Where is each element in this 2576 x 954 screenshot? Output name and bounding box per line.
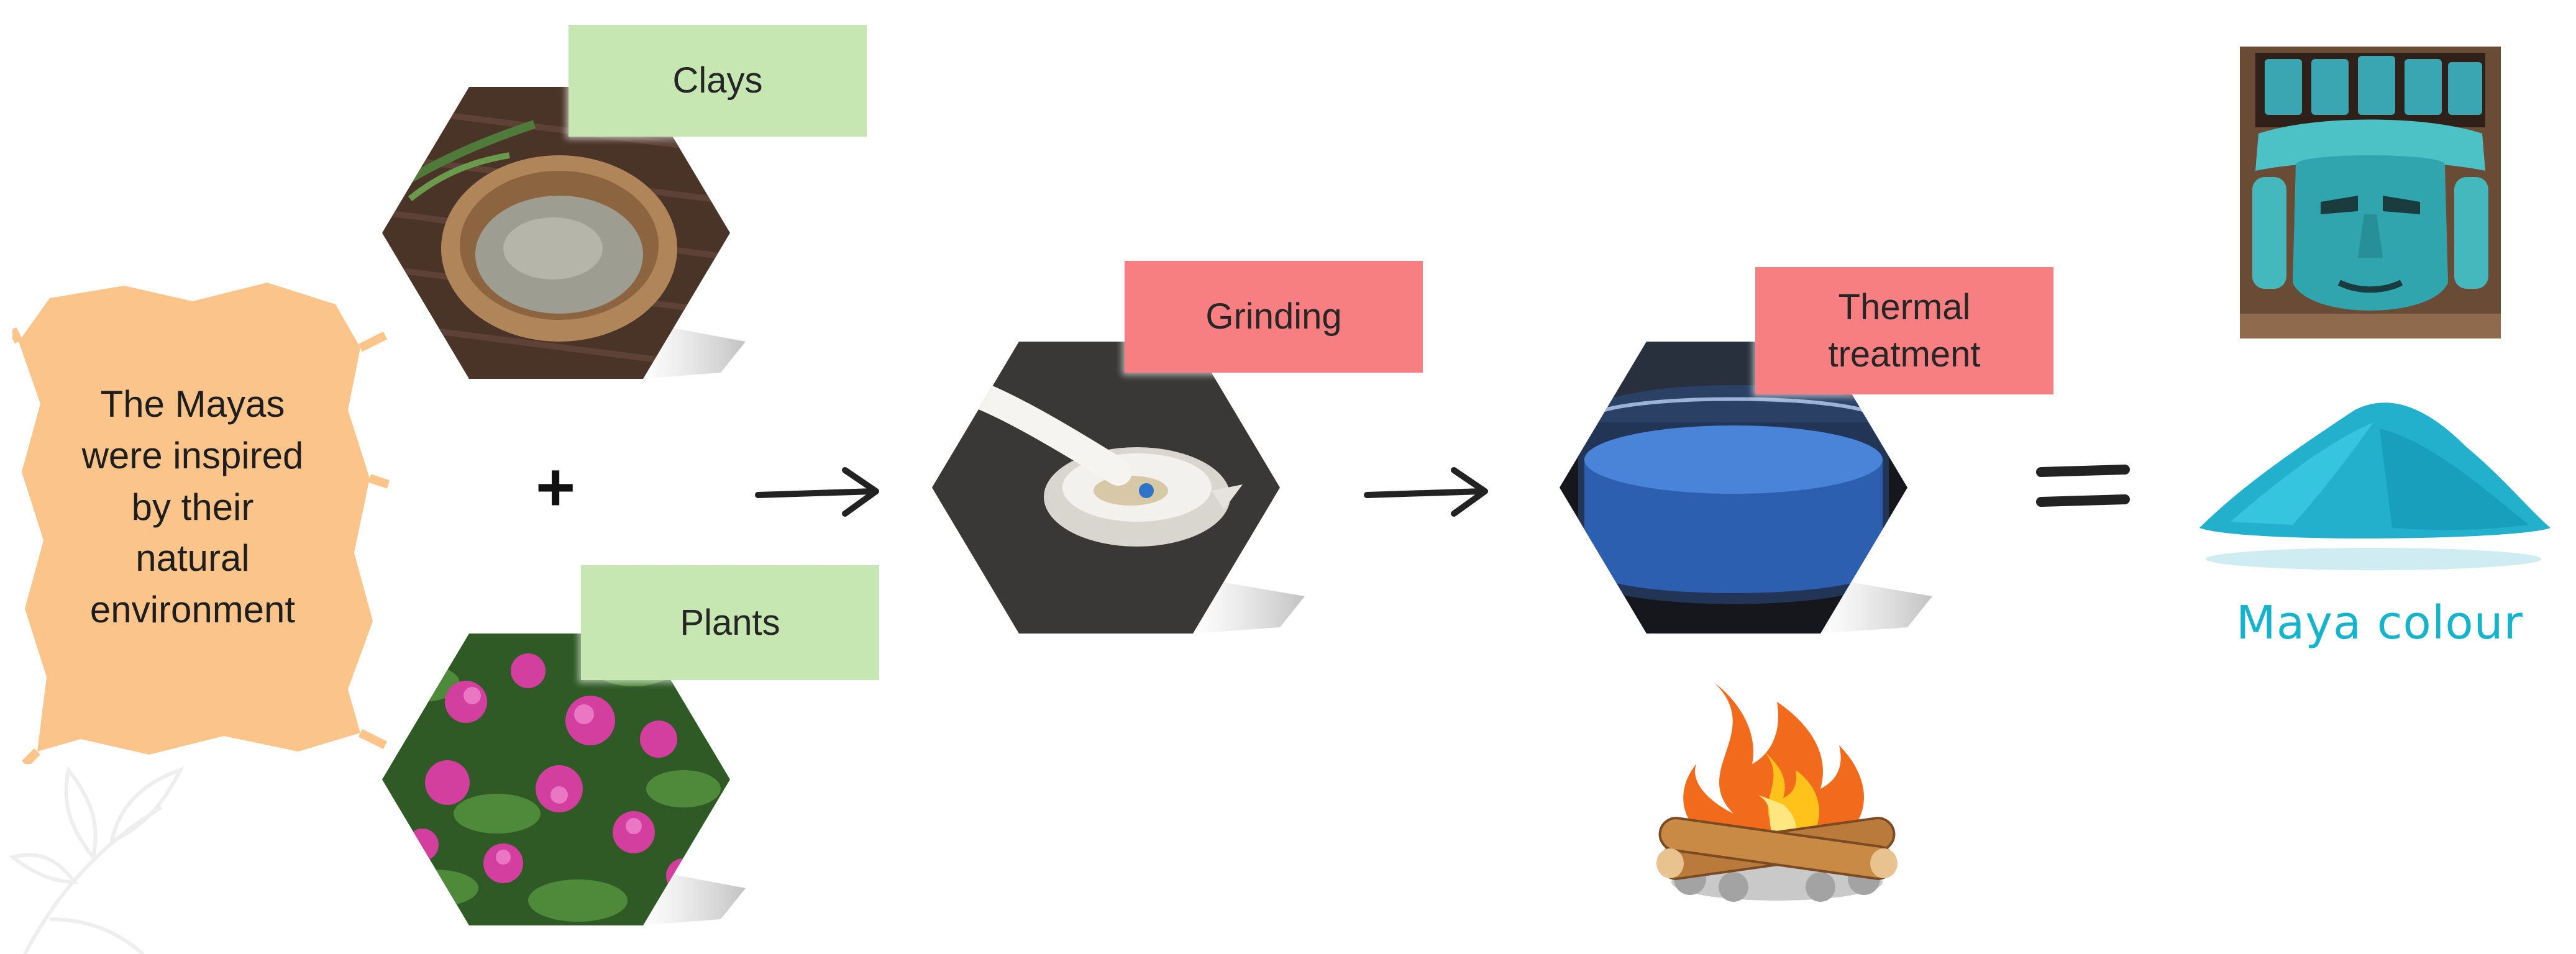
clays-hexagon-image bbox=[382, 87, 746, 379]
thermal-label: Thermal treatment bbox=[1755, 267, 2053, 394]
plants-hexagon-image bbox=[382, 634, 746, 925]
intro-line: environment bbox=[89, 589, 296, 631]
intro-line: The Mayas bbox=[100, 383, 285, 425]
thermal-hexagon-image bbox=[1560, 342, 1932, 634]
thermal-label-line1: Thermal bbox=[1838, 287, 1971, 328]
maya-blue-pigment bbox=[2199, 402, 2551, 570]
grinding-label-text: Grinding bbox=[1205, 296, 1342, 337]
plants-label-text: Plants bbox=[680, 602, 780, 643]
grinding-hexagon-image bbox=[932, 342, 1305, 634]
maya-mask-image bbox=[2240, 47, 2501, 338]
plants-label: Plants bbox=[581, 565, 879, 680]
campfire-icon bbox=[1656, 683, 1898, 902]
intro-line: natural bbox=[135, 537, 250, 579]
paint-splash bbox=[12, 283, 390, 764]
intro-line: by their bbox=[131, 486, 254, 528]
leaf-decoration bbox=[8, 766, 184, 954]
intro-text: The Mayas were inspired by their natural… bbox=[37, 379, 348, 636]
clays-label: Clays bbox=[569, 25, 867, 137]
clays-label-text: Clays bbox=[672, 60, 763, 101]
thermal-label-line2: treatment bbox=[1828, 334, 1981, 375]
arrow-to-grinding bbox=[755, 467, 879, 517]
grinding-label: Grinding bbox=[1125, 261, 1423, 373]
plus-sign: + bbox=[536, 449, 576, 525]
arrow-to-thermal bbox=[1364, 467, 1488, 517]
intro-line: were inspired bbox=[81, 434, 304, 476]
maya-colour-caption: Maya colour bbox=[2236, 596, 2523, 650]
equals-sign bbox=[2036, 465, 2130, 507]
